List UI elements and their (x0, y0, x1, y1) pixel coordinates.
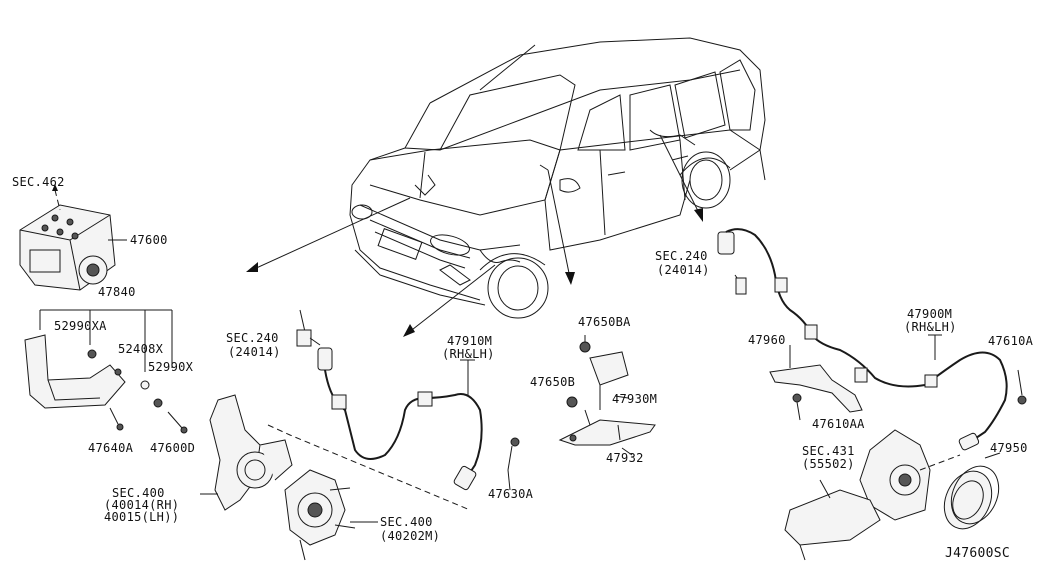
label-sec240-left-sub: (24014) (228, 345, 281, 359)
label-sec400-a-sub2: 40015(LH)) (104, 510, 179, 524)
label-sec240-right: SEC.240 (655, 249, 708, 263)
label-52990x: 52990X (148, 360, 194, 374)
front-sensor-47910m (296, 309, 520, 491)
bracket-47840 (24, 309, 188, 434)
label-47650b: 47650B (530, 375, 575, 389)
label-47610a: 47610A (988, 334, 1034, 348)
label-47910m: 47910M (447, 334, 492, 348)
label-52408x: 52408X (118, 342, 164, 356)
label-47930m: 47930M (612, 392, 657, 406)
label-47900m: 47900M (907, 307, 952, 321)
knuckle-and-hub (200, 394, 471, 561)
label-sec400-a: SEC.400 (112, 486, 165, 500)
location-arrows (246, 134, 703, 337)
label-47600d: 47600D (150, 441, 195, 455)
label-sec431: SEC.431 (802, 444, 855, 458)
label-sec240-right-sub: (24014) (657, 263, 710, 277)
label-47932: 47932 (606, 451, 644, 465)
label-sec400-a-sub1: (40014(RH) (104, 498, 179, 512)
label-sec431-sub: (55502) (802, 457, 855, 471)
rear-knuckle-and-tone-ring (784, 429, 1001, 561)
vehicle-illustration (349, 37, 766, 319)
label-47910m-sub: (RH&LH) (442, 347, 495, 361)
label-47650ba: 47650BA (578, 315, 631, 329)
label-47600: 47600 (130, 233, 168, 247)
label-47960: 47960 (748, 333, 786, 347)
label-47640a: 47640A (88, 441, 134, 455)
abs-actuator-47600 (19, 184, 127, 291)
label-sec400-b: SEC.400 (380, 515, 433, 529)
label-sec462: SEC.462 (12, 175, 65, 189)
label-47840: 47840 (98, 285, 136, 299)
yaw-sensor-47930m (558, 335, 656, 456)
label-47630a: 47630A (488, 487, 534, 501)
label-47950: 47950 (990, 441, 1028, 455)
label-sec240-left: SEC.240 (226, 331, 279, 345)
label-52990xa: 52990XA (54, 319, 107, 333)
bracket-47960 (769, 345, 863, 421)
label-diagram-id: J47600SC (945, 546, 1010, 561)
label-47900m-sub: (RH&LH) (904, 320, 957, 334)
rear-sensor-47900m (717, 228, 1027, 451)
label-47610aa: 47610AA (812, 417, 865, 431)
label-sec400-b-sub: (40202M) (380, 529, 440, 543)
